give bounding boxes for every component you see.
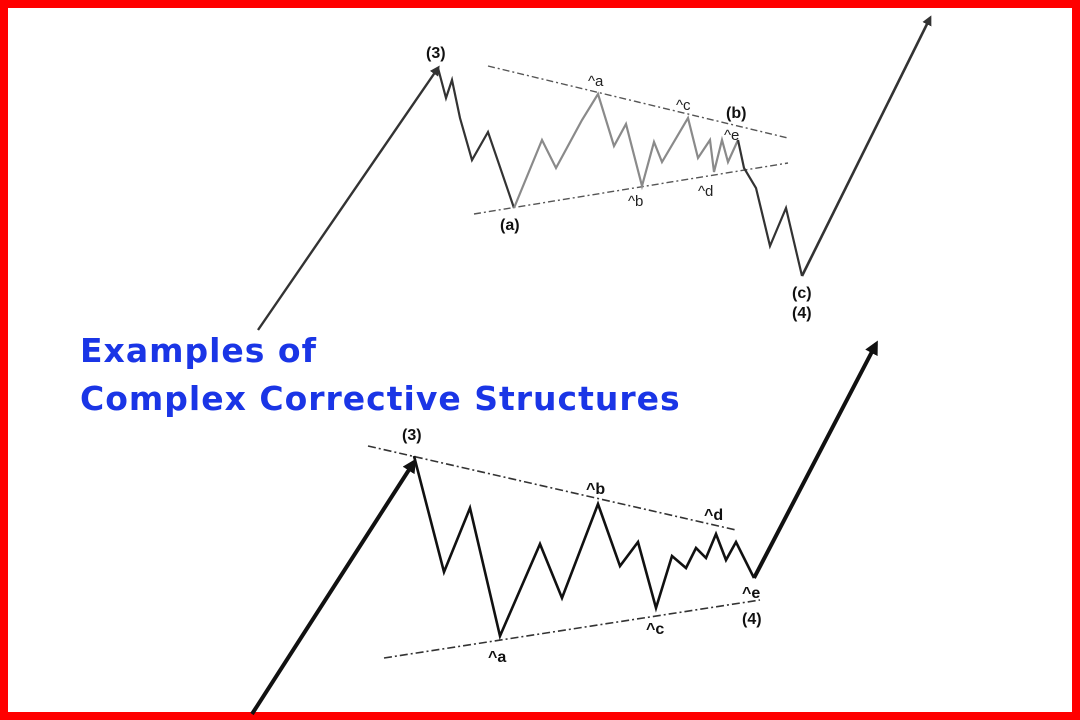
top-lower-trendline <box>473 162 789 215</box>
top-label-sub-c: ^c <box>676 97 691 114</box>
top-diagram: (3) (a) ^a ^b ^c ^d (b) ^e (c) (4) <box>257 15 932 331</box>
bottom-label-sub-c: ^c <box>646 621 664 638</box>
title-block: Examples of Complex Corrective Structure… <box>80 331 681 418</box>
top-label-sub-a: ^a <box>588 73 604 90</box>
top-label-sub-b: ^b <box>628 193 643 210</box>
bottom-label-sub-b: ^b <box>586 481 605 498</box>
top-label-wave-c: (c) <box>792 285 812 302</box>
top-upper-trendline <box>487 65 789 139</box>
title-line-2: Complex Corrective Structures <box>80 379 681 418</box>
bottom-label-wave4: (4) <box>742 611 762 628</box>
top-wave-c <box>736 139 804 277</box>
top-label-wave-b: (b) <box>726 105 746 122</box>
bottom-impulse-arrow <box>250 458 417 716</box>
bottom-label-sub-e: ^e <box>742 585 760 602</box>
title-line-1: Examples of <box>80 331 317 370</box>
top-label-wave-a: (a) <box>500 217 520 234</box>
bottom-diagram: (3) ^a ^b ^c ^d ^e (4) <box>250 340 878 716</box>
top-label-sub-e: ^e <box>724 127 739 144</box>
top-continuation-arrow <box>800 15 932 277</box>
top-label-sub-d: ^d <box>698 183 713 200</box>
bottom-label-sub-d: ^d <box>704 507 723 524</box>
top-wave-a <box>436 67 516 209</box>
top-label-wave4: (4) <box>792 305 812 322</box>
top-label-wave3: (3) <box>426 45 446 62</box>
bottom-triangle <box>412 455 756 641</box>
bottom-continuation-arrow <box>752 340 878 579</box>
bottom-label-sub-a: ^a <box>488 649 506 666</box>
bottom-upper-trendline <box>367 445 737 531</box>
top-impulse-arrow <box>257 65 440 331</box>
top-triangle-b <box>512 91 740 209</box>
bottom-lower-trendline <box>383 599 761 659</box>
bottom-label-wave3: (3) <box>402 427 422 444</box>
